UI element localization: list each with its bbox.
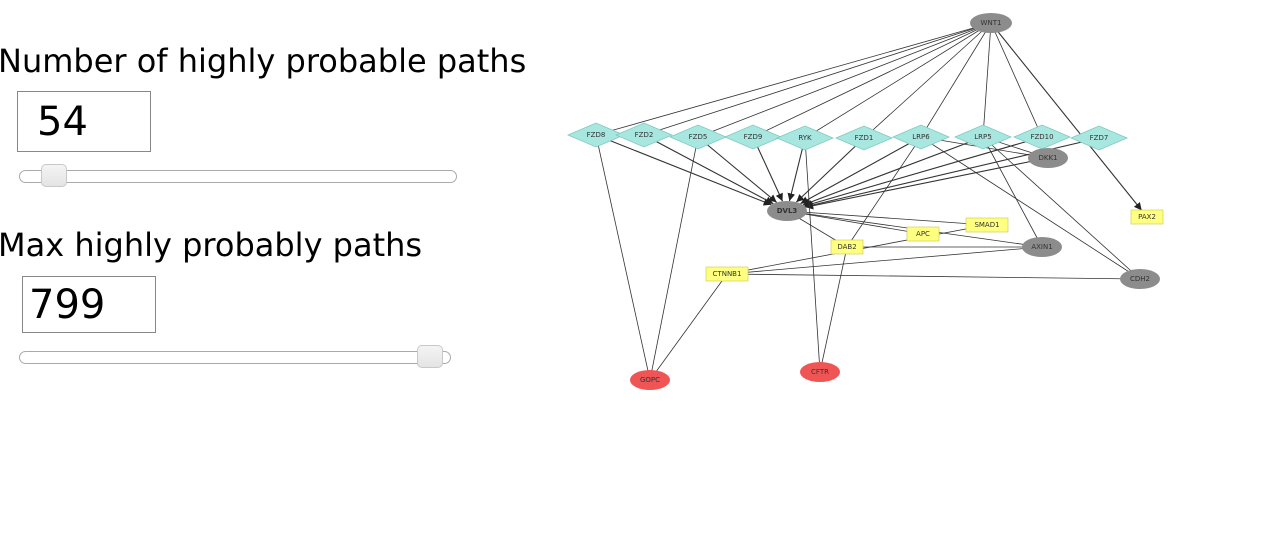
node-fzd7[interactable]: FZD7	[1069, 125, 1129, 151]
edge-wnt1-pax2	[990, 22, 1143, 211]
edge-wnt1-fzd5	[697, 22, 992, 138]
node-label-dab2: DAB2	[837, 243, 856, 251]
node-label-cdh2: CDH2	[1130, 275, 1150, 283]
edge-lrp5-cdh2	[982, 136, 1141, 280]
node-fzd1[interactable]: FZD1	[834, 125, 894, 151]
node-smad1[interactable]: SMAD1	[965, 217, 1009, 233]
edge-lrp6-dvl3	[800, 136, 922, 205]
node-label-apc: APC	[916, 230, 930, 238]
edge-lrp6-dab2	[846, 136, 922, 248]
max-paths-slider-thumb[interactable]	[416, 345, 443, 368]
node-dkk1[interactable]: DKK1	[1028, 148, 1068, 168]
node-label-fzd8: FZD8	[587, 131, 606, 139]
num-paths-slider-thumb[interactable]	[41, 164, 68, 187]
node-label-ryk: RYK	[798, 134, 812, 142]
edge-dvl3-apc	[786, 210, 924, 235]
num-paths-input[interactable]: 54	[17, 91, 151, 152]
edge-fzd10-dvl3	[804, 136, 1043, 208]
node-label-lrp5: LRP5	[974, 133, 991, 141]
edge-lrp5-axin1	[982, 136, 1043, 248]
node-label-dkk1: DKK1	[1038, 154, 1057, 162]
node-fzd2[interactable]: FZD2	[614, 122, 674, 148]
edge-fzd1-dvl3	[795, 137, 865, 203]
edges-layer	[595, 22, 1143, 381]
node-label-fzd5: FZD5	[689, 133, 708, 141]
node-label-pax2: PAX2	[1138, 213, 1156, 221]
node-label-ctnnb1: CTNNB1	[713, 270, 742, 278]
max-paths-label: Max highly probably paths	[0, 226, 423, 264]
node-lrp5[interactable]: LRP5	[953, 124, 1013, 150]
edge-fzd5-gopc	[649, 136, 699, 381]
edge-wnt1-fzd8	[595, 22, 992, 136]
node-cftr[interactable]: CFTR	[800, 362, 840, 382]
edge-dab2-cftr	[819, 246, 848, 373]
node-label-axin1: AXIN1	[1031, 243, 1052, 251]
edge-ctnnb1-axin1	[726, 246, 1043, 275]
node-ryk[interactable]: RYK	[775, 125, 835, 151]
edge-fzd8-dvl3	[595, 134, 772, 206]
node-dvl3[interactable]: DVL3	[767, 201, 807, 221]
node-ctnnb1[interactable]: CTNNB1	[705, 266, 749, 282]
max-paths-input[interactable]: 799	[22, 276, 156, 333]
node-dab2[interactable]: DAB2	[830, 239, 864, 255]
node-gopc[interactable]: GOPC	[630, 370, 670, 390]
node-axin1[interactable]: AXIN1	[1022, 237, 1062, 257]
node-label-fzd9: FZD9	[744, 133, 763, 141]
edge-fzd2-dvl3	[643, 134, 774, 205]
node-label-dvl3: DVL3	[777, 207, 798, 215]
node-fzd9[interactable]: FZD9	[723, 124, 783, 150]
node-label-lrp6: LRP6	[912, 133, 930, 141]
edge-wnt1-ryk	[804, 22, 992, 139]
node-label-wnt1: WNT1	[981, 19, 1002, 27]
edge-fzd8-gopc	[595, 134, 651, 381]
node-label-fzd1: FZD1	[855, 134, 874, 142]
node-wnt1[interactable]: WNT1	[970, 13, 1012, 33]
edge-wnt1-fzd10	[990, 22, 1043, 138]
edge-dkk1-dvl3	[805, 157, 1049, 210]
node-fzd10[interactable]: FZD10	[1012, 124, 1072, 150]
node-lrp6[interactable]: LRP6	[891, 124, 951, 150]
node-label-smad1: SMAD1	[974, 221, 999, 229]
node-label-fzd10: FZD10	[1030, 133, 1053, 141]
edge-lrp6-cdh2	[920, 136, 1141, 280]
edge-fzd9-dvl3	[752, 136, 784, 202]
node-label-gopc: GOPC	[640, 376, 660, 384]
edge-ctnnb1-gopc	[649, 273, 728, 381]
node-cdh2[interactable]: CDH2	[1120, 269, 1160, 289]
node-label-fzd7: FZD7	[1090, 134, 1109, 142]
num-paths-label: Number of highly probable paths	[0, 42, 527, 80]
node-pax2[interactable]: PAX2	[1130, 209, 1164, 225]
max-paths-slider-track[interactable]	[19, 351, 451, 364]
node-apc[interactable]: APC	[906, 226, 940, 242]
node-label-fzd2: FZD2	[635, 131, 654, 139]
edge-dvl3-smad1	[786, 210, 988, 226]
num-paths-slider-track[interactable]	[19, 170, 457, 183]
node-fzd5[interactable]: FZD5	[668, 124, 728, 150]
edge-fzd5-dvl3	[697, 136, 778, 203]
node-label-cftr: CFTR	[811, 368, 829, 376]
edge-ryk-cftr	[804, 137, 821, 373]
edge-wnt1-lrp5	[982, 22, 992, 138]
edge-wnt1-fzd1	[863, 22, 992, 139]
edge-wnt1-lrp6	[920, 22, 992, 138]
edge-ctnnb1-cdh2	[726, 273, 1141, 280]
edge-wnt1-fzd9	[752, 22, 992, 138]
edge-lrp5-dvl3	[802, 136, 984, 206]
edge-wnt1-fzd2	[643, 22, 992, 136]
